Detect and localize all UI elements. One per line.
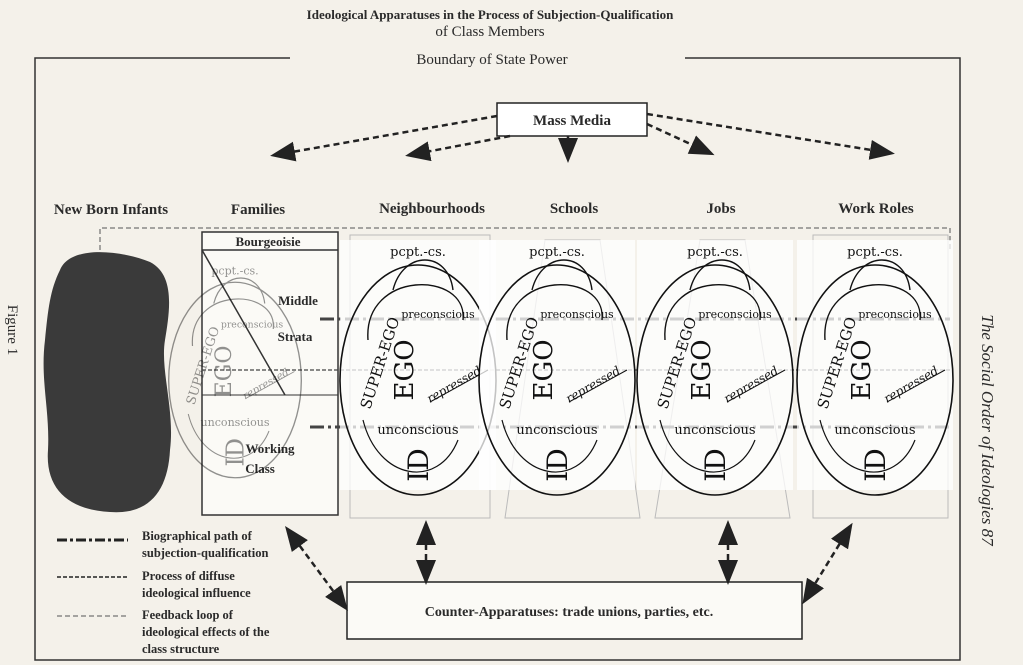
state-power-boundary	[34, 57, 961, 661]
pcpt-cs-label: pcpt.-cs.	[687, 245, 743, 260]
column-label-neighbourhoods: Neighbourhoods	[379, 201, 485, 217]
boundary-label: Boundary of State Power	[416, 52, 567, 68]
pcpt-cs-label: pcpt.-cs.	[529, 245, 585, 260]
feedback-loop-line	[99, 227, 951, 250]
mass-media-box	[496, 102, 648, 137]
perception-arc	[213, 277, 266, 304]
repressed-underline	[244, 371, 295, 400]
psyche-oval	[796, 264, 954, 496]
repressed-underline	[726, 369, 786, 403]
preconscious-label: preconscious	[858, 308, 932, 321]
legend-text: ideological influence	[142, 586, 251, 600]
perception-arc	[849, 259, 911, 291]
super-ego-arc	[506, 284, 603, 341]
perception-arc	[392, 259, 454, 291]
psyche-background	[797, 240, 953, 490]
column-label-jobs: Jobs	[706, 201, 735, 217]
column-label-work-roles: Work Roles	[838, 201, 914, 217]
id-label: ID	[222, 438, 250, 466]
ego-label: EGO	[529, 339, 559, 400]
counter-apparatuses-box	[346, 581, 803, 640]
class-label-class: Class	[245, 461, 275, 476]
figure-number-label: Figure 1	[4, 305, 20, 355]
perception-arc	[689, 259, 751, 291]
mass-media-arrows	[270, 112, 895, 163]
ego-label: EGO	[211, 346, 237, 398]
ego-label: EGO	[847, 339, 877, 400]
column-label-new-born-infants: New Born Infants	[54, 202, 168, 218]
legend: Biographical path of subjection-qualific…	[57, 529, 270, 656]
ego-arc	[501, 419, 598, 473]
class-label-bourgeoisie: Bourgeoisie	[236, 234, 301, 249]
id-label: ID	[541, 448, 574, 482]
ego-label: EGO	[687, 339, 717, 400]
preconscious-label: preconscious	[698, 308, 772, 321]
counter-apparatuses-label: Counter-Apparatuses: trade unions, parti…	[425, 605, 713, 620]
new-born-infant-image	[43, 252, 172, 513]
id-label: ID	[699, 448, 732, 482]
page-header: The Social Order of Ideologies 87	[978, 314, 997, 547]
legend-text: subjection-qualification	[142, 546, 268, 560]
preconscious-label: preconscious	[540, 308, 614, 321]
preconscious-label: preconscious	[221, 319, 284, 330]
id-label: ID	[402, 448, 435, 482]
psyche-oval	[478, 264, 636, 496]
preconscious-label: preconscious	[401, 308, 475, 321]
super-ego-arc	[367, 284, 464, 341]
ego-arc	[187, 413, 270, 459]
unconscious-label: unconscious	[516, 423, 597, 438]
super-ego-arc	[824, 284, 921, 341]
repressed-underline	[568, 369, 628, 403]
unconscious-label: unconscious	[674, 423, 755, 438]
super-ego-arc	[191, 298, 274, 347]
ego-arc	[819, 419, 916, 473]
unconscious-label: unconscious	[377, 423, 458, 438]
psyche-background	[479, 240, 635, 490]
figure-title: Ideological Apparatuses in the Process o…	[307, 7, 674, 22]
perception-arc	[531, 259, 593, 291]
counter-apparatus-arrows	[285, 520, 853, 612]
legend-text: Process of diffuse	[142, 569, 235, 583]
class-label-middle: Middle	[278, 293, 318, 308]
unconscious-label: unconscious	[834, 423, 915, 438]
column-label-schools: Schools	[550, 201, 599, 217]
class-structure-box: Bourgeoisie Middle Strata Working Class	[201, 231, 339, 516]
psyche-background	[340, 240, 496, 490]
psyche-background	[637, 240, 793, 490]
legend-text: class structure	[142, 642, 220, 656]
unconscious-label: unconscious	[200, 416, 269, 429]
psyche-oval	[636, 264, 794, 496]
column-label-families: Families	[231, 202, 285, 218]
legend-text: Biographical path of	[142, 529, 253, 543]
id-label: ID	[859, 448, 892, 482]
repressed-underline	[886, 369, 946, 403]
ego-arc	[362, 419, 459, 473]
legend-text: Feedback loop of	[142, 608, 234, 622]
mass-media-label: Mass Media	[533, 113, 611, 129]
pcpt-cs-label: pcpt.-cs.	[211, 265, 258, 278]
figure-subtitle: of Class Members	[435, 24, 544, 40]
class-label-working: Working	[245, 441, 295, 456]
ego-label: EGO	[390, 339, 420, 400]
pcpt-cs-label: pcpt.-cs.	[390, 245, 446, 260]
pcpt-cs-label: pcpt.-cs.	[847, 245, 903, 260]
class-label-strata: Strata	[278, 329, 313, 344]
super-ego-arc	[664, 284, 761, 341]
legend-text: ideological effects of the	[142, 625, 270, 639]
psyche-oval	[168, 281, 302, 479]
ego-arc	[659, 419, 756, 473]
